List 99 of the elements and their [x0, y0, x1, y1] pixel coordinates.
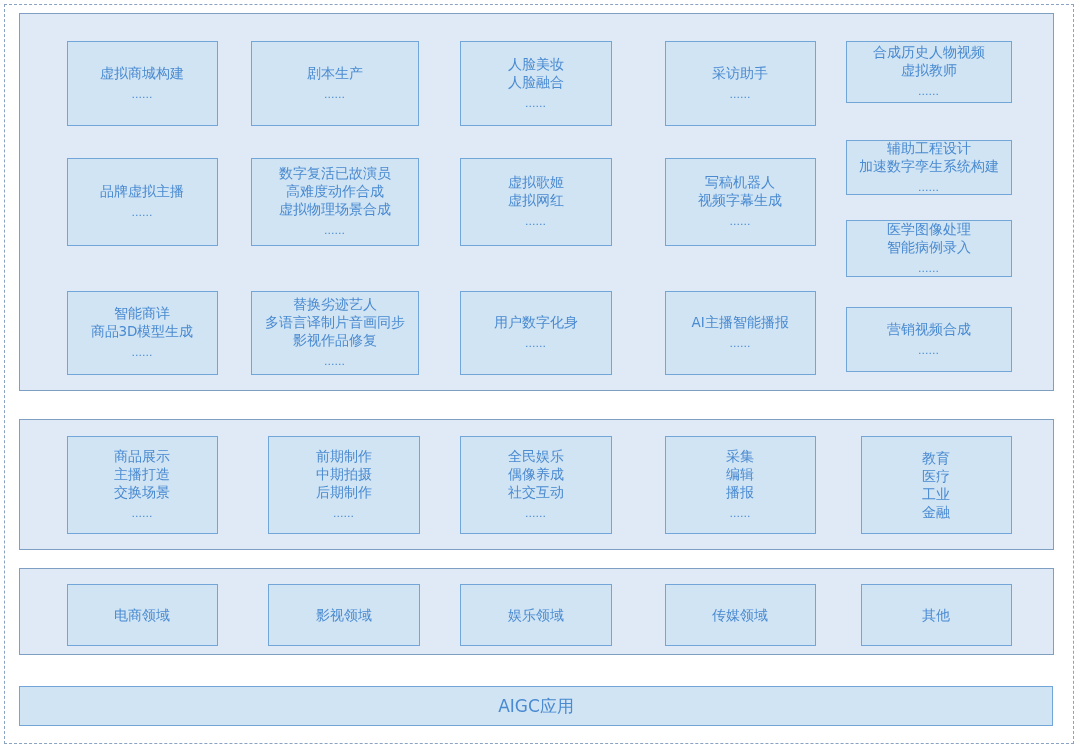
box-label: 商品3D模型生成 [90, 322, 194, 340]
box-label: 电商领域 [114, 605, 170, 624]
scenario-box [459, 157, 612, 246]
box-label: 虚拟商城构建 [100, 63, 184, 82]
scenario-box [267, 583, 420, 646]
box-label: 全民娱乐 [507, 447, 564, 465]
box-label: 金融 [922, 502, 950, 521]
box-label: 用户数字化身 [493, 313, 578, 331]
scenario-box [250, 290, 419, 375]
base-bar [19, 686, 1053, 726]
box-label: 替换劣迹艺人 [292, 295, 377, 313]
box-label: 医疗 [922, 466, 950, 485]
scenario-box [664, 290, 816, 375]
box-label: 社交互动 [507, 483, 564, 501]
box-label: 中期拍摄 [315, 465, 372, 483]
scenario-box [459, 290, 612, 375]
scenario-box [250, 157, 419, 246]
box-label: 主播打造 [114, 465, 170, 483]
scenario-box [845, 219, 1012, 277]
scenario-box [664, 435, 816, 534]
box-label: 影视作品修复 [292, 331, 377, 349]
scenario-box [66, 583, 218, 646]
scenario-box [459, 40, 612, 126]
box-label: 虚拟歌姬 [507, 173, 564, 191]
box-label: 商品展示 [114, 447, 170, 465]
box-label: 剧本生产 [306, 63, 363, 82]
ellipsis-text: ...... [525, 336, 546, 352]
box-label: 教育 [922, 448, 950, 467]
box-label: 其他 [922, 605, 950, 624]
box-label: 前期制作 [315, 447, 372, 465]
scenario-box [664, 583, 816, 646]
box-label: 数字复活已故演员 [278, 164, 391, 182]
box-label: 娱乐领域 [507, 605, 564, 624]
box-label: 高难度动作合成 [285, 182, 384, 200]
ellipsis-text: ...... [324, 354, 345, 370]
scenario-box [267, 435, 420, 534]
ellipsis-text: ...... [525, 95, 546, 112]
ellipsis-text: ...... [729, 214, 751, 230]
scenario-box [459, 583, 612, 646]
scenario-box [845, 306, 1012, 372]
box-label: 采访助手 [712, 63, 768, 82]
box-label: 辅助工程设计 [886, 138, 971, 157]
box-label: 合成历史人物视频 [872, 43, 985, 61]
box-label: 智能商详 [114, 304, 170, 322]
scenario-box [845, 40, 1012, 103]
ellipsis-text: ...... [918, 342, 939, 359]
box-label: 采集 [726, 447, 754, 465]
box-label: 交换场景 [114, 483, 170, 501]
scenario-box [250, 40, 419, 126]
ellipsis-text: ...... [525, 506, 546, 522]
box-label: 多语言译制片音画同步 [264, 313, 405, 331]
ellipsis-text: ...... [131, 506, 153, 522]
box-label: AI主播智能播报 [691, 313, 789, 331]
box-label: 写稿机器人 [705, 173, 775, 191]
scenario-box [66, 290, 218, 375]
ellipsis-text: ...... [131, 345, 153, 361]
box-label: 编辑 [726, 465, 754, 483]
ellipsis-text: ...... [729, 336, 751, 352]
scenario-box [66, 157, 218, 246]
box-label: 虚拟物理场景合成 [278, 200, 391, 218]
scenario-box [860, 583, 1012, 646]
box-label: 人脸美妆 [507, 54, 564, 73]
layer-panel [19, 13, 1054, 391]
box-label: 人脸融合 [507, 72, 564, 91]
scenario-box [845, 139, 1012, 195]
box-label: 传媒领域 [712, 605, 768, 624]
box-label: AIGC应用 [498, 697, 574, 715]
box-label: 品牌虚拟主播 [100, 182, 184, 200]
box-label: 加速数字孪生系统构建 [858, 156, 999, 175]
layer-panel [19, 568, 1054, 655]
scenario-box [66, 40, 218, 126]
scenario-box [860, 435, 1012, 534]
box-label: 偶像养成 [507, 465, 564, 483]
ellipsis-text: ...... [729, 86, 751, 103]
box-label: 工业 [922, 484, 950, 503]
ellipsis-text: ...... [333, 506, 354, 522]
box-label: 医学图像处理 [886, 219, 971, 238]
ellipsis-text: ...... [131, 86, 153, 103]
box-label: 营销视频合成 [886, 319, 971, 338]
box-label: 影视领域 [315, 605, 372, 624]
ellipsis-text: ...... [324, 223, 345, 239]
box-label: 视频字幕生成 [698, 191, 782, 209]
scenario-box [664, 157, 816, 246]
ellipsis-text: ...... [918, 84, 939, 100]
ellipsis-text: ...... [918, 179, 939, 196]
scenario-box [664, 40, 816, 126]
ellipsis-text: ...... [918, 260, 939, 277]
box-label: 播报 [726, 483, 754, 501]
scenario-box [66, 435, 218, 534]
box-label: 虚拟教师 [900, 61, 957, 79]
ellipsis-text: ...... [131, 205, 153, 221]
box-label: 智能病例录入 [886, 237, 971, 256]
ellipsis-text: ...... [525, 214, 546, 230]
layer-panel [19, 419, 1054, 550]
scenario-box [459, 435, 612, 534]
box-label: 虚拟网红 [507, 191, 564, 209]
ellipsis-text: ...... [324, 86, 345, 103]
box-label: 后期制作 [315, 483, 372, 501]
ellipsis-text: ...... [729, 506, 751, 522]
